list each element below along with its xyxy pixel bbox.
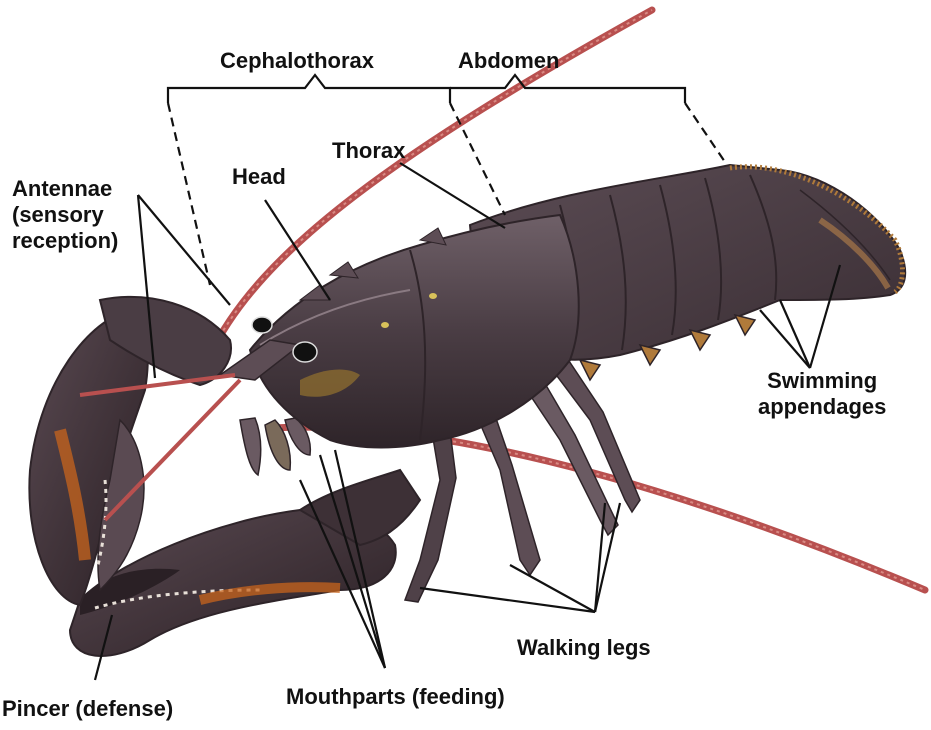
swimming-label-line2: appendages xyxy=(758,394,886,420)
head-label: Head xyxy=(232,164,286,190)
antennae-label-line3: reception) xyxy=(12,228,118,254)
antennae-label-line1: Antennae xyxy=(12,176,118,202)
mouthparts-shape xyxy=(240,418,310,475)
swimming-appendages-label: Swimming appendages xyxy=(758,368,886,420)
mouthparts-label: Mouthparts (feeding) xyxy=(286,684,505,710)
walking-legs-label: Walking legs xyxy=(517,635,651,661)
swimming-label-line1: Swimming xyxy=(758,368,886,394)
cephalothorax-label: Cephalothorax xyxy=(220,48,374,74)
antennae-label: Antennae (sensory reception) xyxy=(12,176,118,254)
antennae-label-line2: (sensory xyxy=(12,202,118,228)
abdomen-label: Abdomen xyxy=(458,48,559,74)
thorax-label: Thorax xyxy=(332,138,405,164)
eye-icon xyxy=(252,317,272,333)
pincer-label: Pincer (defense) xyxy=(2,696,173,722)
cephalothorax-shape xyxy=(250,215,579,448)
